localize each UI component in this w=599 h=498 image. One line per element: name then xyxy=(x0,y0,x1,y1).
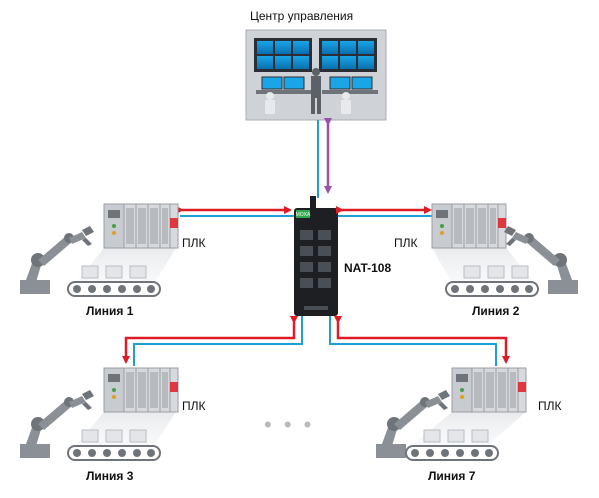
monitor-wall-left xyxy=(254,38,312,72)
control-center-illustration xyxy=(245,29,387,121)
plc-rack-line-2 xyxy=(431,203,507,249)
plc-label-line-7: ПЛК xyxy=(538,399,562,413)
switch-brand-logo: MOXA xyxy=(296,212,311,218)
plc-rack-line-1 xyxy=(103,203,179,249)
plc-rack-line-7 xyxy=(451,367,527,413)
production-cell-line-3 xyxy=(20,367,179,461)
conveyor-line-3 xyxy=(67,445,161,461)
link-arrow-line-7 xyxy=(334,316,510,364)
line-label-2: Линия 2 xyxy=(472,304,520,318)
plc-label-line-1: ПЛК xyxy=(182,236,206,250)
conveyor-line-2 xyxy=(445,281,539,297)
plc-label-line-3: ПЛК xyxy=(182,399,206,413)
nat-switch: MOXA xyxy=(294,196,338,316)
operator-figures xyxy=(265,68,351,114)
production-cell-line-2 xyxy=(431,203,578,297)
production-cell-line-7 xyxy=(376,367,527,461)
conveyor-line-1 xyxy=(67,281,161,297)
line-label-1: Линия 1 xyxy=(86,304,134,318)
switch-label: NAT-108 xyxy=(344,261,392,275)
line-label-7: Линия 7 xyxy=(428,469,476,483)
conveyor-line-7 xyxy=(405,445,499,461)
connections xyxy=(122,118,510,366)
more-lines-ellipsis: • • • xyxy=(264,412,315,437)
diagram-title: Центр управления xyxy=(250,9,354,23)
plc-rack-line-3 xyxy=(103,367,179,413)
monitor-wall-right xyxy=(319,38,377,72)
production-cell-line-1 xyxy=(20,203,179,297)
plc-label-line-2: ПЛК xyxy=(394,236,418,250)
link-arrow-line-3 xyxy=(122,316,298,364)
line-label-3: Линия 3 xyxy=(86,469,134,483)
